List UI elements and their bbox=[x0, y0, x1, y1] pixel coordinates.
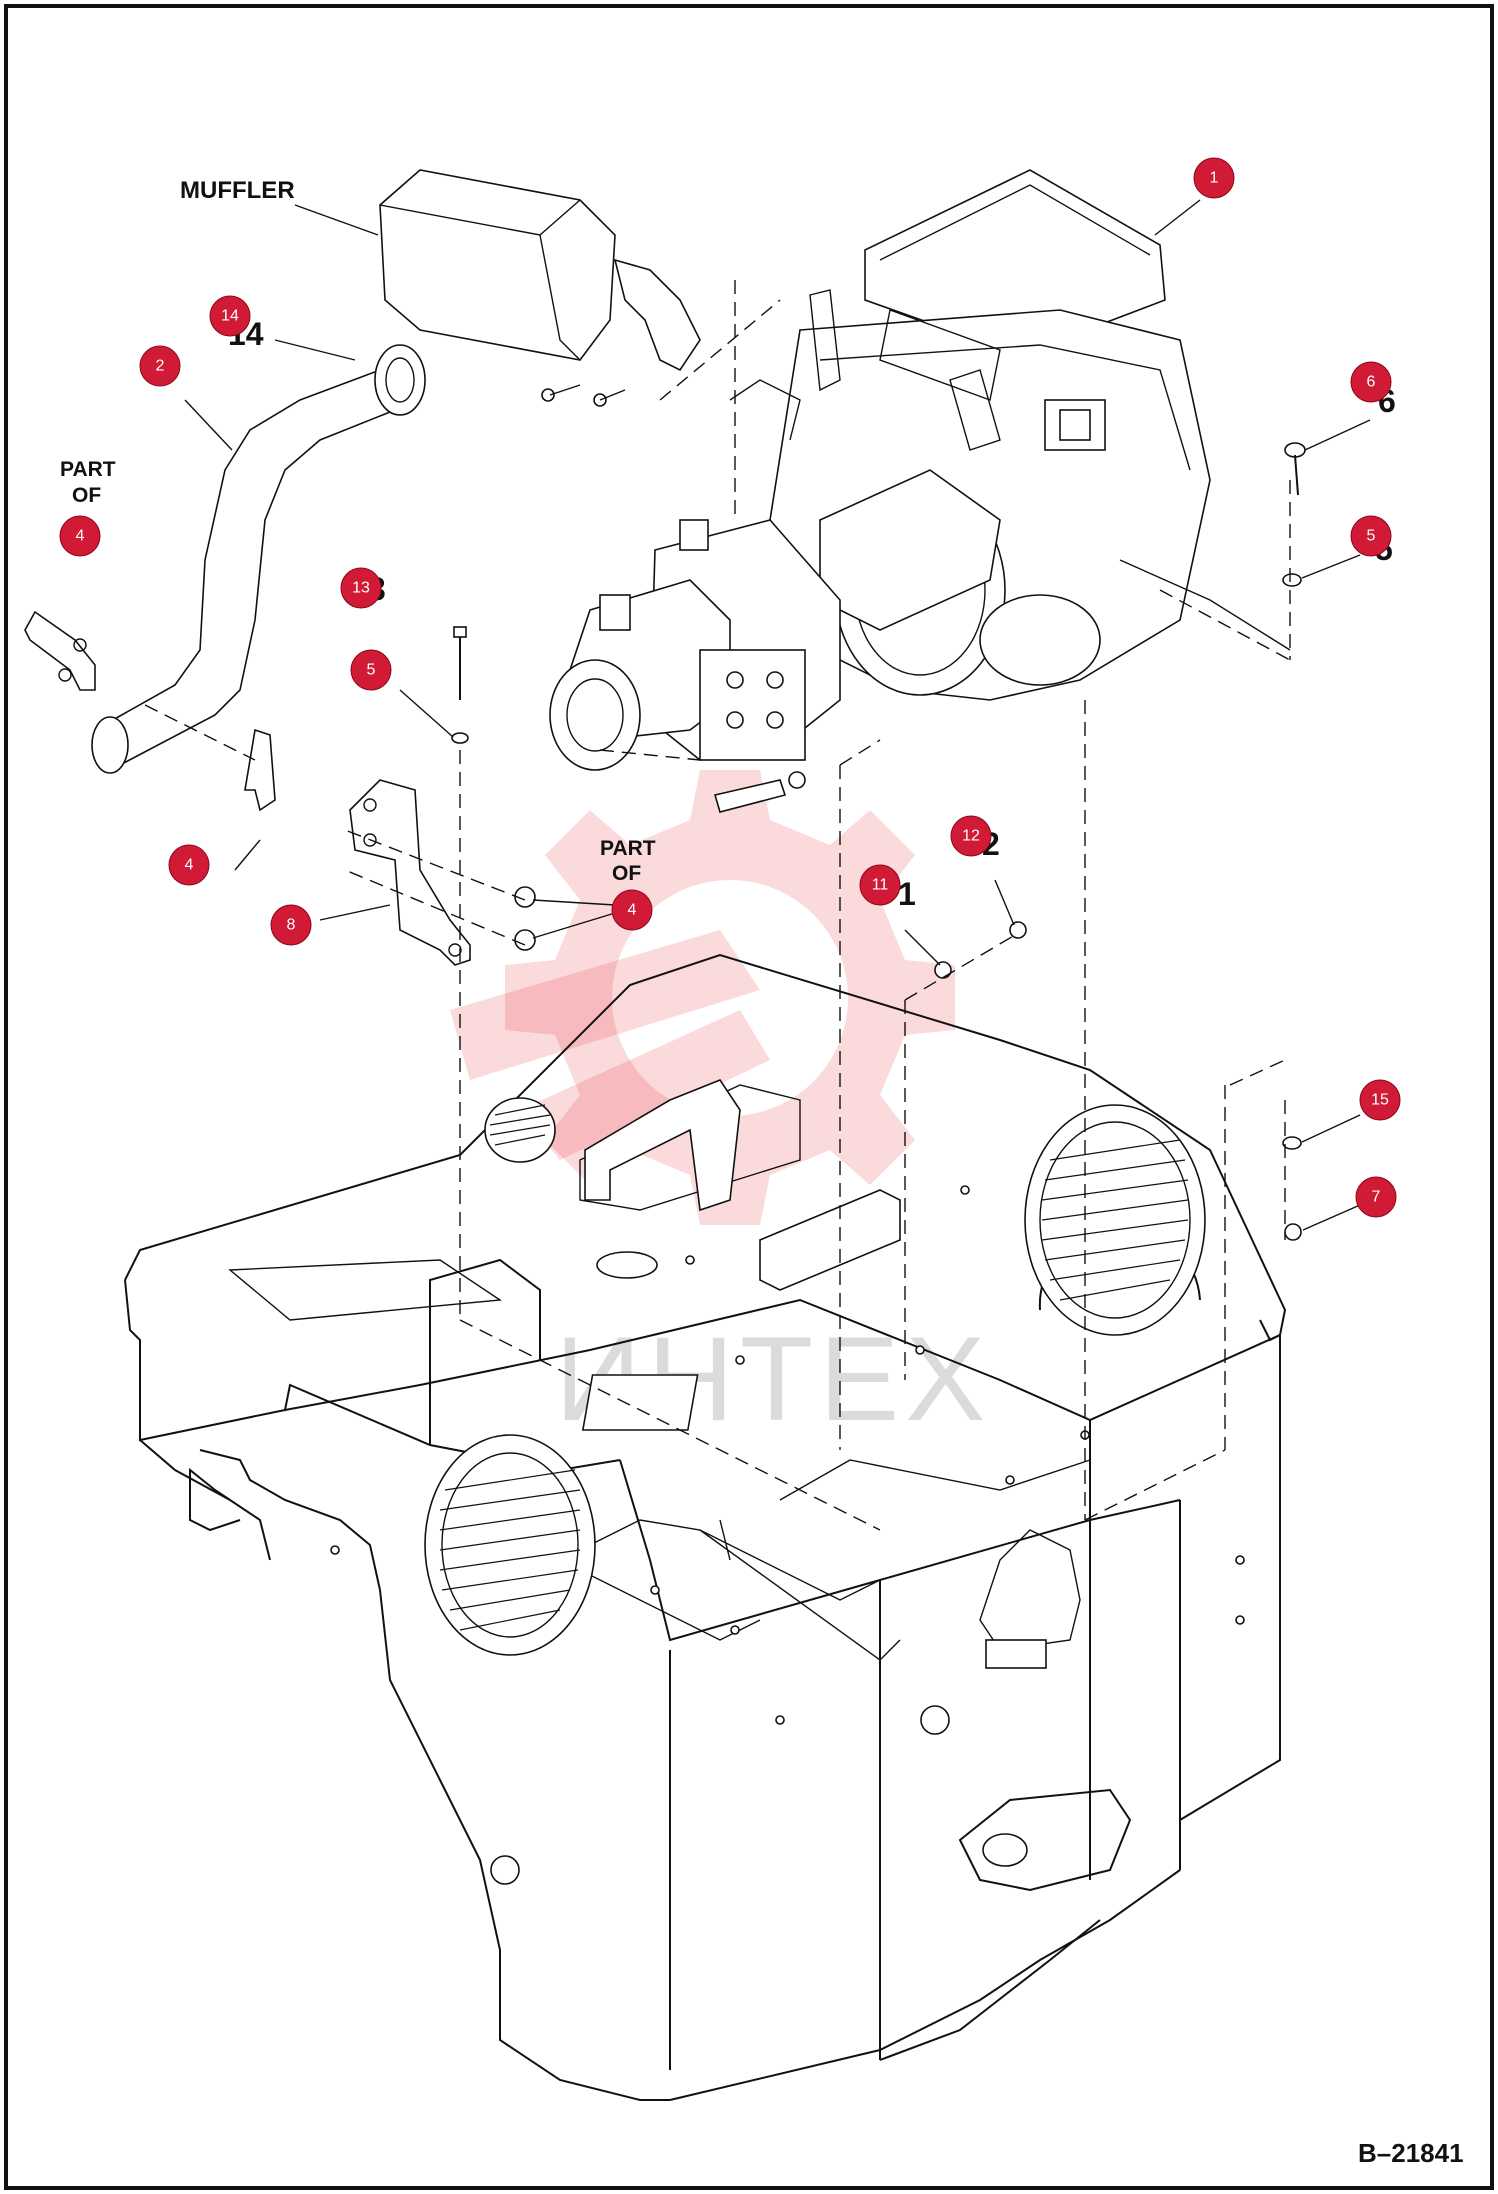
floor-hole bbox=[596, 1251, 658, 1279]
svg-text:14: 14 bbox=[221, 308, 239, 325]
callout-5-left[interactable]: 5 bbox=[350, 649, 392, 691]
axle-hole bbox=[982, 1833, 1028, 1867]
callout-8[interactable]: 8 bbox=[270, 904, 312, 946]
svg-text:4: 4 bbox=[185, 857, 194, 874]
part-of-left-2: OF bbox=[72, 484, 101, 507]
callout-4-left[interactable]: 4 bbox=[59, 515, 101, 557]
hydraulic-pump bbox=[549, 519, 841, 813]
right-grille bbox=[1024, 1104, 1206, 1336]
svg-text:4: 4 bbox=[628, 902, 637, 919]
callout-5-right[interactable]: 5 bbox=[1350, 515, 1392, 557]
svg-text:2: 2 bbox=[156, 358, 165, 375]
svg-text:5: 5 bbox=[1367, 528, 1376, 545]
drawing-border bbox=[4, 4, 1494, 2190]
printed-number-11: 1 bbox=[898, 876, 916, 912]
svg-text:8: 8 bbox=[287, 917, 296, 934]
chassis-frame bbox=[124, 953, 1287, 2101]
part-of-center-1: PART bbox=[600, 837, 656, 860]
svg-text:6: 6 bbox=[1367, 374, 1376, 391]
part-of-left-1: PART bbox=[60, 458, 116, 481]
leader-lines bbox=[184, 199, 1371, 1231]
small-grille bbox=[484, 1097, 556, 1163]
callout-7[interactable]: 7 bbox=[1355, 1176, 1397, 1218]
slot-handle bbox=[985, 1639, 1047, 1669]
callout-12[interactable]: 12 bbox=[950, 815, 992, 857]
svg-text:1: 1 bbox=[1210, 170, 1219, 187]
nuts bbox=[514, 886, 1027, 979]
callout-14[interactable]: 14 bbox=[209, 295, 251, 337]
floor-plate bbox=[581, 1374, 699, 1431]
left-grille bbox=[424, 1434, 596, 1656]
callout-6[interactable]: 6 bbox=[1350, 361, 1392, 403]
engine-assembly bbox=[729, 169, 1291, 701]
svg-text:15: 15 bbox=[1371, 1092, 1389, 1109]
svg-text:12: 12 bbox=[962, 828, 980, 845]
muffler bbox=[379, 169, 701, 407]
drawing-number: B–21841 bbox=[1358, 2138, 1464, 2168]
callout-4-center[interactable]: 4 bbox=[611, 889, 653, 931]
bracket-4 bbox=[244, 728, 276, 812]
muffler-label: MUFFLER bbox=[180, 177, 295, 204]
part-of-center-2: OF bbox=[612, 862, 641, 885]
callout-2[interactable]: 2 bbox=[139, 345, 181, 387]
exhaust-pipe bbox=[91, 344, 426, 774]
pipe-clamp bbox=[24, 610, 96, 691]
right-hardware bbox=[1282, 442, 1306, 1241]
callout-15[interactable]: 15 bbox=[1359, 1079, 1401, 1121]
svg-text:5: 5 bbox=[367, 662, 376, 679]
callout-13[interactable]: 13 bbox=[340, 567, 382, 609]
svg-text:13: 13 bbox=[352, 580, 370, 597]
chassis-brackets bbox=[584, 1079, 901, 1291]
callout-1[interactable]: 1 bbox=[1193, 157, 1235, 199]
svg-text:7: 7 bbox=[1372, 1189, 1381, 1206]
bolt-13 bbox=[451, 626, 469, 744]
bracket-8 bbox=[349, 779, 471, 966]
callout-11[interactable]: 11 bbox=[859, 864, 901, 906]
callout-4-bracket[interactable]: 4 bbox=[168, 844, 210, 886]
svg-text:11: 11 bbox=[872, 877, 889, 894]
alignment-lines bbox=[144, 280, 1291, 1531]
svg-text:4: 4 bbox=[76, 528, 85, 545]
